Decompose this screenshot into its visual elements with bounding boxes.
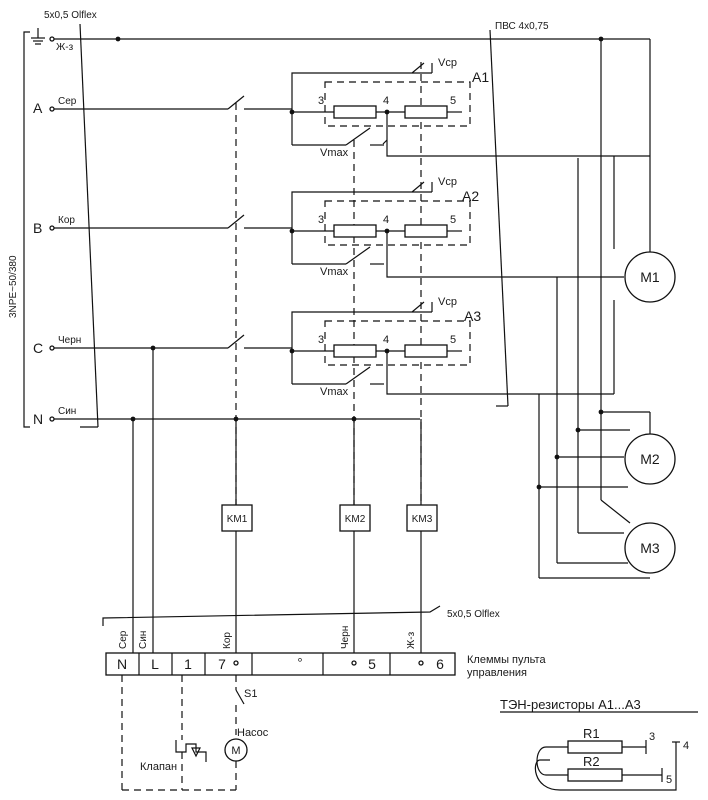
- svg-text:5: 5: [450, 95, 456, 107]
- phase-n-wire: Син: [58, 406, 76, 417]
- pe-wire-label: Ж-з: [56, 42, 74, 53]
- phase-c-wire: Черн: [58, 335, 81, 346]
- heater-a1-resistor-2: [404, 105, 448, 119]
- heater-a1-resistor-1: [333, 105, 377, 119]
- wire-label-ser: Сер: [118, 630, 129, 649]
- legend-r1-label: R1: [583, 726, 600, 741]
- bottom-cable-label: 5x0,5 Olflex: [447, 609, 500, 620]
- svg-text:4: 4: [683, 740, 689, 752]
- terminal-7: 7: [218, 656, 226, 672]
- heater-a2-frame: [324, 200, 471, 246]
- phase-c-name: C: [33, 340, 43, 356]
- svg-text:5: 5: [666, 774, 672, 786]
- terminal-dot: °: [297, 655, 302, 670]
- heater-a3-vcp: Vcp: [438, 296, 457, 308]
- svg-text:4: 4: [383, 95, 389, 107]
- switch-s1-icon: [235, 689, 245, 705]
- resistor-legend: ТЭН-резисторы A1...A3 R1 3 R2 5 4: [500, 697, 698, 791]
- wire-label-kor: Кор: [222, 632, 233, 649]
- valve-icon: [175, 740, 207, 790]
- heater-block-a1: Vcp A1 Vmax 3 4 5: [289, 57, 650, 159]
- motor-cable-line: [489, 29, 509, 407]
- terminal-caption-1: Клеммы пульта: [467, 654, 546, 666]
- switch-s1-label: S1: [244, 688, 257, 700]
- bottom-cable-line: [102, 605, 441, 626]
- motor-m1-label: M1: [640, 269, 660, 285]
- svg-text:3: 3: [649, 731, 655, 743]
- relay-km2-label: KM2: [345, 514, 366, 525]
- relay-km2: [339, 504, 371, 532]
- svg-text:4: 4: [383, 334, 389, 346]
- heater-a2-vcp: Vcp: [438, 176, 457, 188]
- phase-b-name: B: [33, 220, 42, 236]
- motor-wiring: ПВС 4х0,75 M1 M2 M3: [489, 21, 676, 579]
- pump-valve-circuit: S1 Насос M Клапан: [121, 675, 269, 791]
- legend-r2-label: R2: [583, 754, 600, 769]
- motor-m3-icon: [624, 522, 676, 574]
- legend-r1: [567, 740, 623, 754]
- heater-a2-vmax: Vmax: [320, 266, 349, 278]
- legend-title: ТЭН-резисторы A1...A3: [500, 697, 641, 712]
- heater-block-a3: Vcp A3 Vmax 3 4 5: [289, 296, 539, 398]
- phase-a-name: A: [33, 100, 43, 116]
- heater-a1-frame: [324, 81, 471, 127]
- heater-a1-id: A1: [472, 69, 489, 85]
- terminal-1: 1: [184, 656, 192, 672]
- motor-m1-icon: [624, 251, 676, 303]
- ground-icon: [31, 28, 45, 45]
- supply-bracket: [23, 31, 30, 428]
- heater-a2-resistor-1: [333, 224, 377, 238]
- wire-label-zhz: Ж-з: [406, 631, 417, 649]
- motor-cable-label: ПВС 4х0,75: [495, 21, 549, 32]
- terminal-l: L: [151, 656, 159, 672]
- supply-section: 5x0,5 Olflex 3NPE~50/380 Ж-з A Сер B Кор…: [8, 10, 650, 428]
- svg-text:3: 3: [318, 95, 324, 107]
- heater-a2-id: A2: [462, 188, 479, 204]
- phase-b-wire: Кор: [58, 215, 75, 226]
- relay-km1-label: KM1: [227, 514, 248, 525]
- supply-cable-line: [79, 23, 99, 428]
- terminal-5: 5: [368, 656, 376, 672]
- phase-a-wire: Сер: [58, 96, 77, 107]
- svg-text:4: 4: [383, 214, 389, 226]
- heater-a3-frame: [324, 320, 471, 366]
- legend-r2: [567, 768, 623, 782]
- motor-m2-label: M2: [640, 451, 660, 467]
- terminal-caption-2: управления: [467, 667, 527, 679]
- motor-m3-label: M3: [640, 540, 660, 556]
- pump-motor-symbol: M: [231, 745, 240, 757]
- wire-label-chern: Черн: [340, 626, 351, 649]
- pump-label: Насос: [237, 727, 269, 739]
- motor-m2-icon: [624, 433, 676, 485]
- supply-cable-label: 5x0,5 Olflex: [44, 10, 97, 21]
- heater-a3-resistor-2: [404, 344, 448, 358]
- svg-text:5: 5: [450, 214, 456, 226]
- svg-text:3: 3: [318, 334, 324, 346]
- terminal-strip: [105, 652, 456, 676]
- heater-a3-vmax: Vmax: [320, 386, 349, 398]
- relay-km3-label: KM3: [412, 514, 433, 525]
- heater-a2-resistor-2: [404, 224, 448, 238]
- heater-a1-vmax: Vmax: [320, 147, 349, 159]
- phase-n-name: N: [33, 411, 43, 427]
- relay-km1: [221, 504, 253, 532]
- control-terminals: 5x0,5 Olflex Сер Син Кор Черн Ж-з N L 1 …: [102, 605, 546, 679]
- valve-label: Клапан: [140, 761, 177, 773]
- wire-label-sin: Син: [138, 631, 149, 649]
- svg-text:3: 3: [318, 214, 324, 226]
- heater-block-a2: Vcp A2 Vmax 3 4 5: [289, 176, 601, 278]
- relay-coils: KM1 KM2 KM3: [132, 348, 438, 663]
- heater-a1-vcp: Vcp: [438, 57, 457, 69]
- contactor-contacts: [227, 62, 422, 505]
- terminal-n: N: [117, 656, 127, 672]
- relay-km3: [406, 504, 438, 532]
- heater-a3-resistor-1: [333, 344, 377, 358]
- terminal-6: 6: [436, 656, 444, 672]
- heater-a3-id: A3: [464, 308, 481, 324]
- supply-voltage: 3NPE~50/380: [8, 255, 19, 318]
- svg-text:5: 5: [450, 334, 456, 346]
